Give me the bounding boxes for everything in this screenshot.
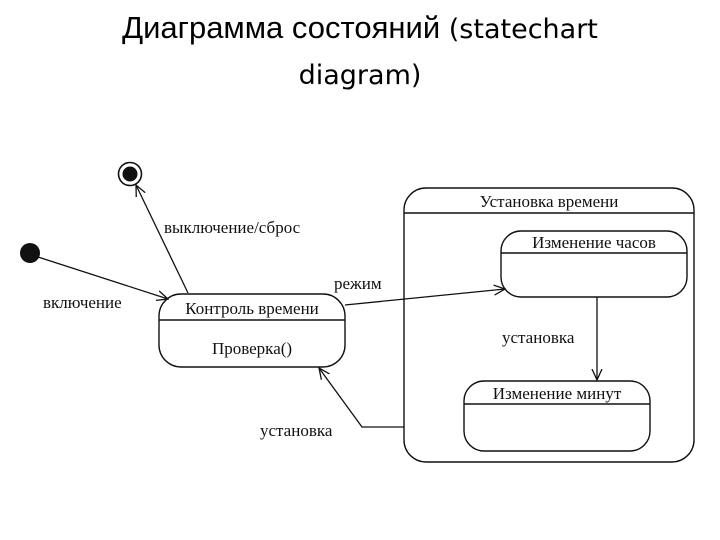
state-change-hours: Изменение часов: [500, 230, 688, 298]
transition-set-back: [319, 368, 404, 428]
label-set-inner: установка: [502, 328, 575, 347]
state-control: Контроль времени Проверка(): [158, 293, 346, 368]
title-sub: (statechart: [448, 14, 598, 45]
page-title: Диаграмма состояний (statechart diagram): [0, 6, 720, 98]
state-control-activity: Проверка(): [212, 339, 292, 358]
state-change-minutes: Изменение минут: [463, 380, 651, 452]
label-mode: режим: [334, 274, 382, 293]
transition-mode: [344, 289, 505, 306]
initial-state-marker: [20, 243, 40, 263]
state-change-minutes-name: Изменение минут: [493, 384, 622, 403]
label-set-back: установка: [260, 421, 333, 440]
label-power-off-reset: выключение/сброс: [164, 218, 301, 237]
final-state-marker: [117, 161, 143, 187]
state-time-setting: Установка времени: [403, 187, 695, 463]
title-main: Диаграмма состояний: [122, 10, 441, 45]
state-change-hours-name: Изменение часов: [532, 233, 656, 252]
label-power-on: включение: [43, 293, 122, 312]
transition-power-off: [136, 185, 189, 294]
transition-power-on: [37, 256, 168, 299]
state-control-name: Контроль времени: [185, 299, 319, 318]
title-sub2: diagram): [298, 60, 422, 91]
state-time-setting-name: Установка времени: [480, 192, 619, 211]
